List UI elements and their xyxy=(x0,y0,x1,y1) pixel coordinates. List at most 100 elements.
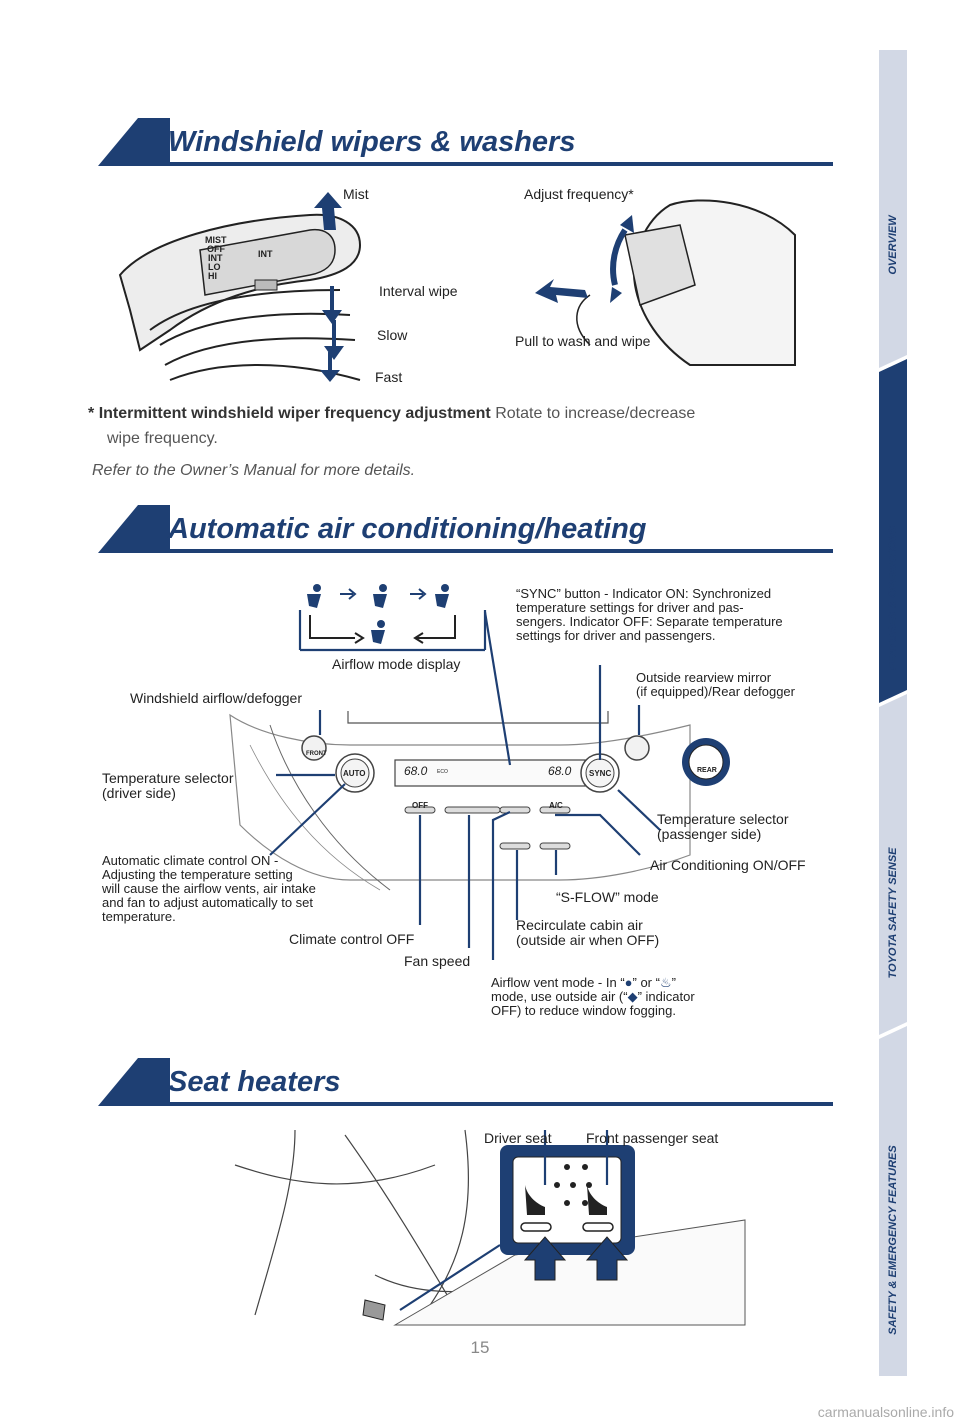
tab-bg-safety-sense xyxy=(879,694,907,1035)
note-text: Rotate to increase/decrease xyxy=(495,405,696,422)
sync-line-3: sengers. Indicator OFF: Separate tempera… xyxy=(516,614,783,629)
section-title: Seat heaters xyxy=(168,1066,341,1098)
banner-rule xyxy=(150,549,833,553)
section-tab-bar: OVERVIEW FEATURES & OPERATIONS TOYOTA SA… xyxy=(879,50,907,1376)
wiper-lever-illustration xyxy=(118,213,362,381)
vent-2a: mode, use outside air (“ xyxy=(491,989,628,1004)
tab-bg-features xyxy=(879,359,907,703)
banner-shape xyxy=(98,1058,170,1106)
arrow-down-icon xyxy=(324,320,344,360)
lever-int-ring-text: INT xyxy=(258,249,273,259)
frequency-note: * Intermittent windshield wiper frequenc… xyxy=(88,405,695,423)
auto-line-1: Automatic climate control ON - xyxy=(102,853,279,868)
press-arrow-icon xyxy=(523,1236,567,1281)
section-title: Windshield wipers & washers xyxy=(168,126,576,158)
ac-label: Air Conditioning ON/OFF xyxy=(650,857,806,873)
lever-hi-text: HI xyxy=(208,271,217,281)
vent-mode-icon: ● xyxy=(624,975,633,990)
auto-climate-label: Automatic climate control ON - Adjusting… xyxy=(102,854,316,924)
tab-bg-overview xyxy=(879,50,907,368)
defrost-icon: ♨ xyxy=(659,975,672,990)
temp-selector-driver-label: Temperature selector (driver side) xyxy=(102,771,234,801)
auto-line-2: Adjusting the temperature setting xyxy=(102,867,293,882)
pull-arrow-icon xyxy=(535,279,588,303)
windshield-defogger-label: Windshield airflow/defogger xyxy=(130,690,302,706)
recirculate-label: Recirculate cabin air (outside air when … xyxy=(516,918,659,948)
tab-bg-emergency xyxy=(879,1026,907,1376)
mirror-line-2: (if equipped)/Rear defogger xyxy=(636,684,795,699)
press-arrow-icon xyxy=(585,1236,629,1281)
temp-right-text: 68.0 xyxy=(548,764,572,778)
page-number: 15 xyxy=(470,1338,490,1357)
note-text-2: wipe frequency. xyxy=(107,430,218,447)
lever-lo-text: LO xyxy=(208,262,221,272)
vent-1c: ” xyxy=(671,975,676,990)
note-star: * xyxy=(88,405,95,422)
sync-line-1: “SYNC” button - Indicator ON: Synchroniz… xyxy=(516,586,772,601)
hand-lever-illustration xyxy=(535,199,796,366)
mirror-defog-button xyxy=(624,735,650,761)
arrow-down-icon xyxy=(320,352,340,382)
front-text: FRONT xyxy=(306,751,327,757)
banner-shape xyxy=(98,118,170,166)
fan-speed-label: Fan speed xyxy=(404,953,471,969)
vent-1a: Airflow vent mode - In “ xyxy=(491,975,625,990)
rear-defogger-callout xyxy=(682,738,730,786)
airflow-vent-label: Airflow vent mode - In “●” or “♨” mode, … xyxy=(491,976,695,1018)
banner-rule xyxy=(150,162,833,166)
sync-text: SYNC xyxy=(589,769,612,778)
pull-wash-label: Pull to wash and wipe xyxy=(515,333,651,349)
interval-wipe-label: Interval wipe xyxy=(379,283,458,299)
lever-off-text: OFF xyxy=(207,244,225,254)
driver-seat-label: Driver seat xyxy=(484,1130,552,1146)
front-passenger-seat-label: Front passenger seat xyxy=(586,1130,719,1146)
sync-line-4: settings for driver and passengers. xyxy=(516,628,716,643)
display-screen xyxy=(394,759,586,787)
sync-description: “SYNC” button - Indicator ON: Synchroniz… xyxy=(516,587,783,643)
mirror-defogger-label: Outside rearview mirror (if equipped)/Re… xyxy=(636,671,795,699)
watermark: carmanualsonline.info xyxy=(817,1404,954,1420)
sflow-label: “S-FLOW” mode xyxy=(556,889,659,905)
auto-line-4: and fan to adjust automatically to set xyxy=(102,895,314,910)
front-defrost-button xyxy=(301,735,327,761)
auto-line-3: will cause the airflow vents, air intake xyxy=(102,881,316,896)
vent-line-3: OFF) to reduce window fogging. xyxy=(491,1003,676,1018)
temp-pass-line-1: Temperature selector xyxy=(657,811,789,827)
seat-heater-illustration xyxy=(234,1129,746,1326)
lever-int-text: INT xyxy=(208,253,223,263)
owners-manual-reference: Refer to the Owner’s Manual for more det… xyxy=(92,462,416,479)
wiper-direction-arrows xyxy=(314,192,344,382)
vent-2b: ” indicator xyxy=(637,989,695,1004)
temp-driver-line-2: (driver side) xyxy=(102,785,176,801)
sync-line-2: temperature settings for driver and pas- xyxy=(516,600,744,615)
rear-text: REAR xyxy=(697,767,717,774)
arrow-down-icon xyxy=(322,286,342,324)
slow-label: Slow xyxy=(377,327,408,343)
vent-line-2: mode, use outside air (“◆” indicator xyxy=(491,990,695,1004)
fast-label: Fast xyxy=(375,369,403,385)
ac-text: A/C xyxy=(549,801,563,810)
arrow-up-icon xyxy=(314,192,342,230)
eco-text: ECO xyxy=(437,769,448,775)
mirror-line-1: Outside rearview mirror xyxy=(636,670,772,685)
auto-text: AUTO xyxy=(343,769,366,778)
temp-selector-passenger-label: Temperature selector (passenger side) xyxy=(657,812,789,842)
auto-line-5: temperature. xyxy=(102,909,176,924)
recirc-line-2: (outside air when OFF) xyxy=(516,932,660,948)
note-bold: Intermittent windshield wiper frequency … xyxy=(98,405,491,422)
recirc-line-1: Recirculate cabin air xyxy=(516,917,643,933)
vent-line-1: Airflow vent mode - In “●” or “♨” xyxy=(491,976,695,990)
airflow-mode-display-diagram xyxy=(298,584,487,652)
temp-driver-line-1: Temperature selector xyxy=(102,770,234,786)
adjust-frequency-label: Adjust frequency* xyxy=(524,186,634,202)
airflow-mode-display-label: Airflow mode display xyxy=(332,656,461,672)
temp-pass-line-2: (passenger side) xyxy=(657,826,762,842)
off-text: OFF xyxy=(412,801,428,810)
lever-mist-text: MIST xyxy=(205,235,227,245)
outside-air-icon: ◆ xyxy=(627,989,638,1004)
tab-shapes xyxy=(879,50,907,1376)
banner-shape xyxy=(98,505,170,553)
mist-label: Mist xyxy=(343,186,369,202)
climate-off-label: Climate control OFF xyxy=(289,931,415,947)
